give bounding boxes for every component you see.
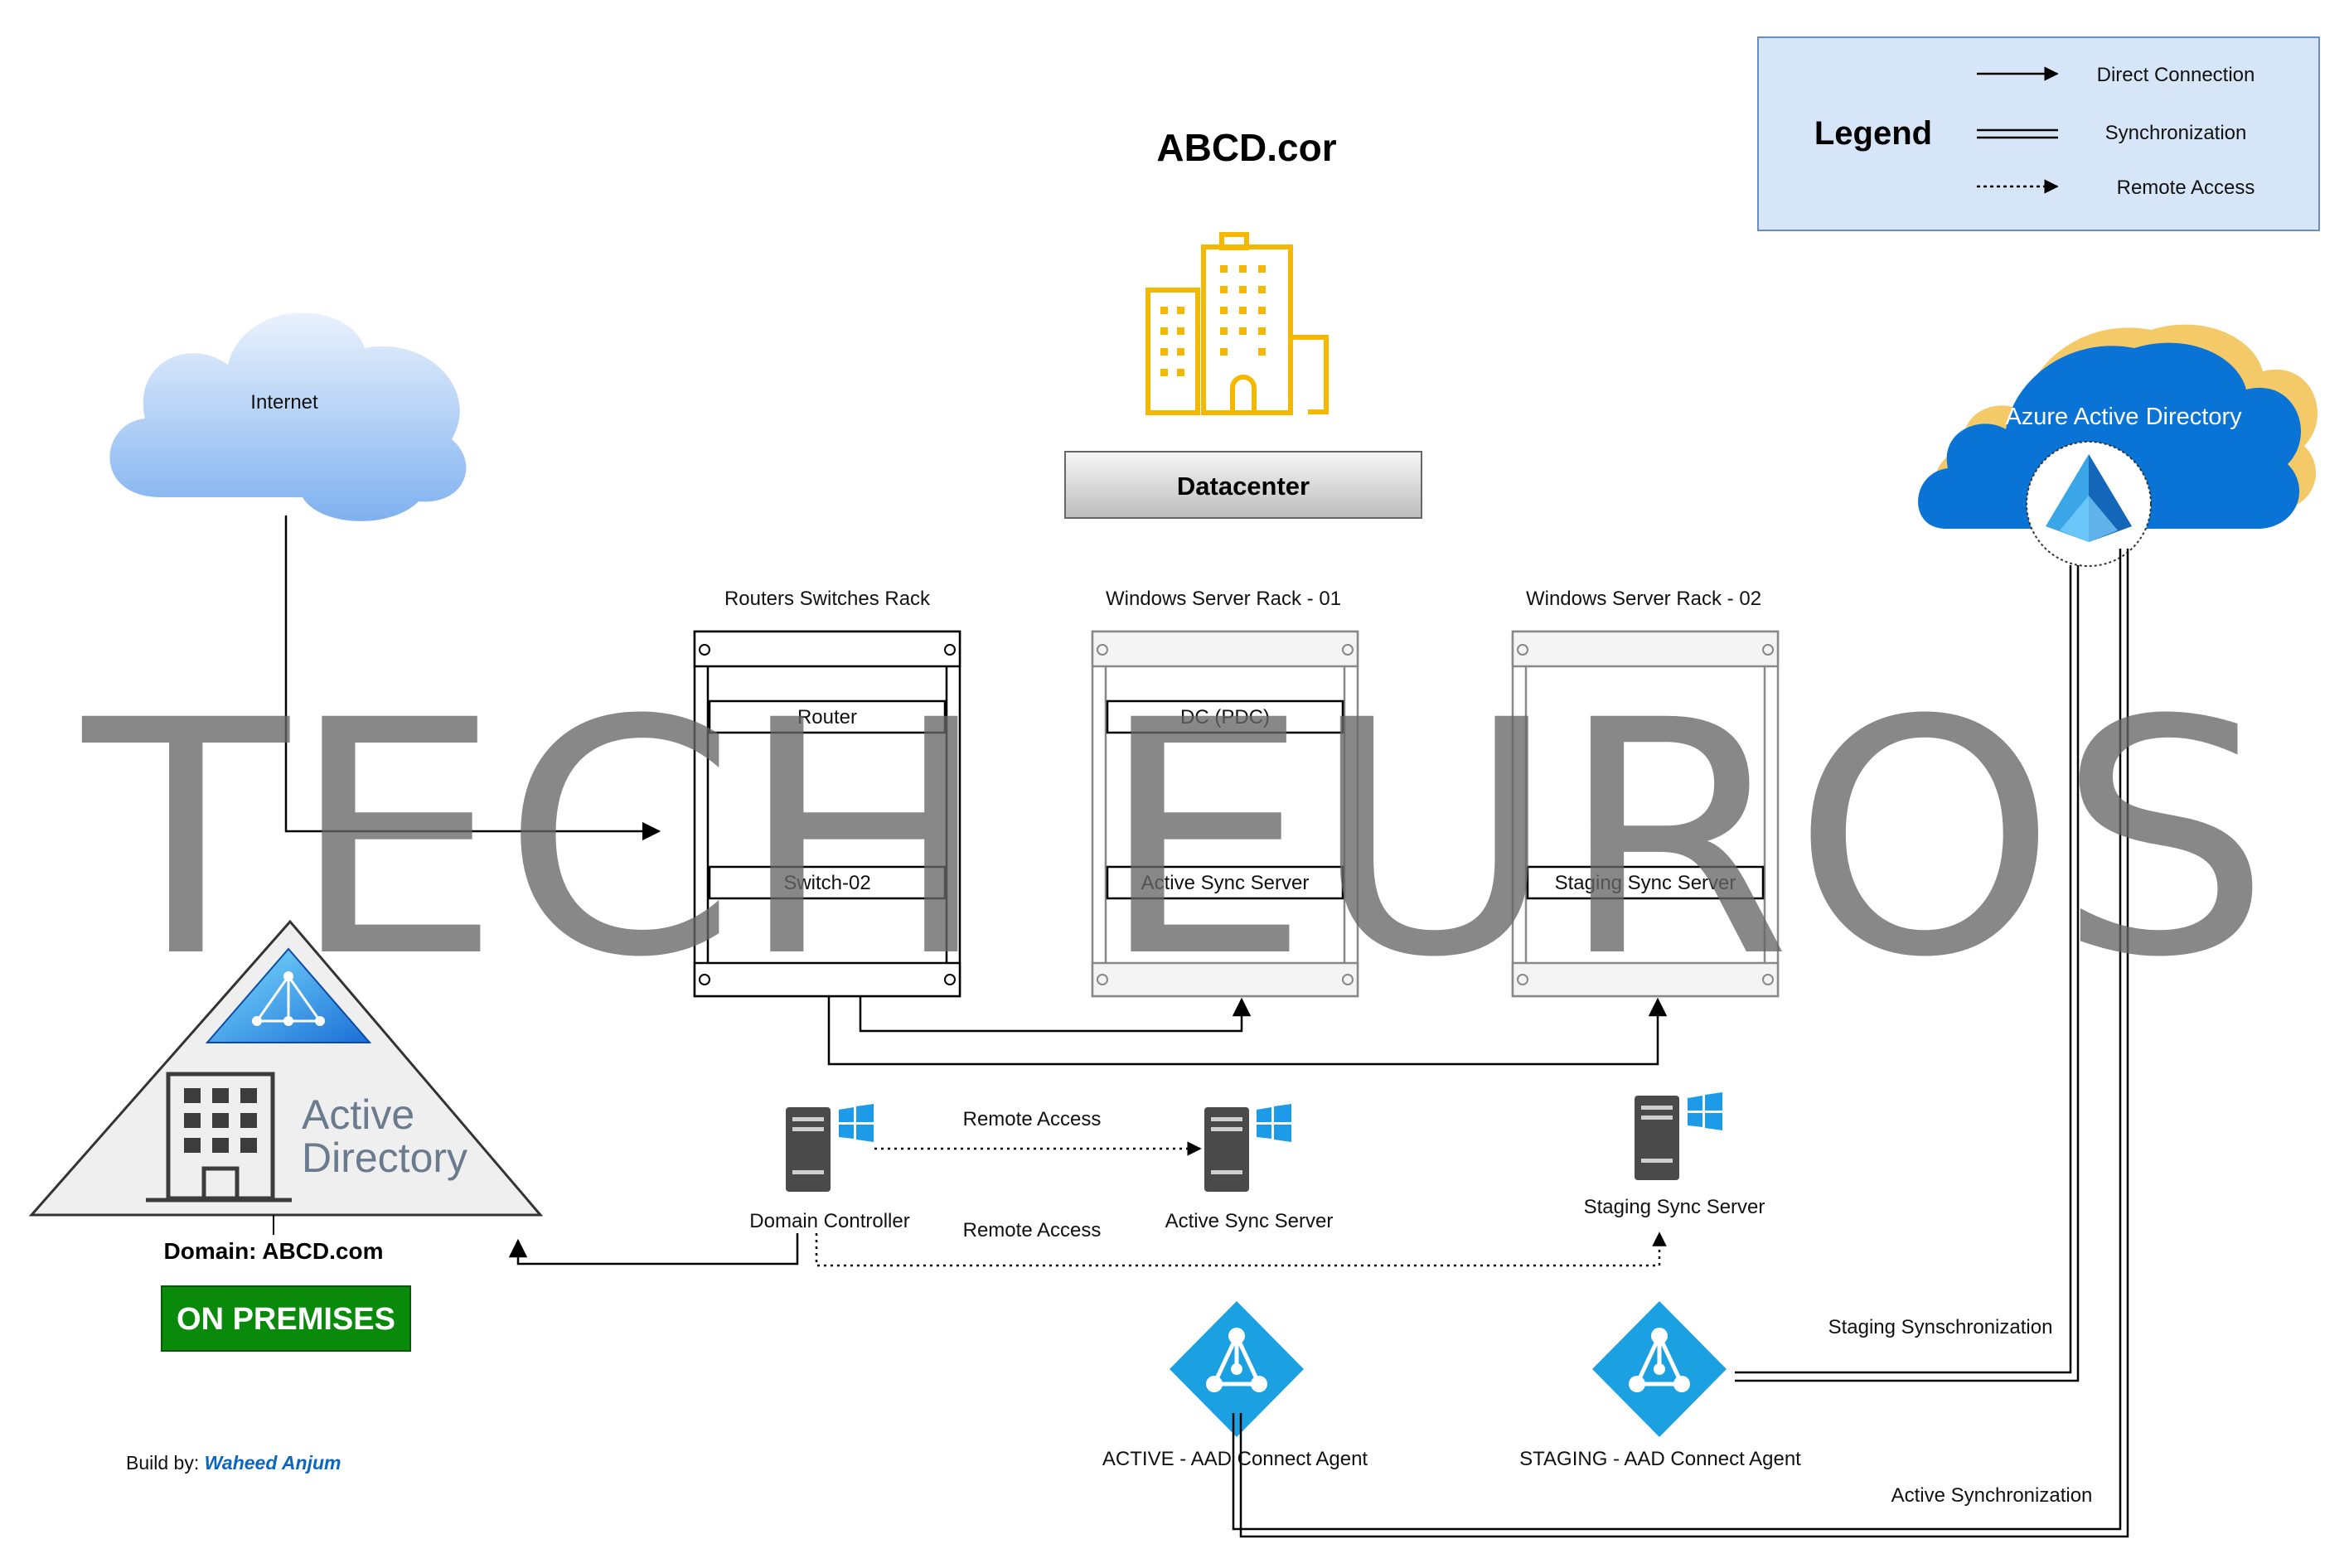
switch-to-rack02-link <box>827 996 1668 1066</box>
credit-line: Build by: Waheed Anjum <box>126 1452 341 1474</box>
azure-ad-cloud <box>1918 324 2318 530</box>
credit-prefix: Build by: <box>126 1452 205 1474</box>
active-sync-server-label: Active Sync Server <box>1165 1210 1334 1232</box>
building-icon <box>1145 232 1329 415</box>
azure-label: Azure Active Directory <box>2005 404 2242 430</box>
staging-sync-label: Staging Synschronization <box>1828 1316 2053 1338</box>
active-agent-label: ACTIVE - AAD Connect Agent <box>1102 1448 1368 1470</box>
domain-controller-server-icon <box>786 1107 831 1192</box>
staging-sync-server-label: Staging Sync Server <box>1584 1196 1765 1218</box>
remote-access-staging-link <box>815 1232 1667 1267</box>
internet-label: Internet <box>250 391 318 414</box>
remote-access-label-1: Remote Access <box>963 1108 1102 1130</box>
staging-agent-icon <box>1592 1301 1727 1437</box>
legend-sync-label: Synchronization <box>2105 122 2247 144</box>
azure-ad-icon <box>2026 441 2152 567</box>
switch-to-rack01-link <box>859 996 1252 1033</box>
rack-windows-server-01 <box>1091 630 1359 998</box>
page-title: ABCD.cor <box>1156 126 1336 169</box>
active-sync-label: Active Synchronization <box>1891 1484 2093 1507</box>
rack-windows-server-02 <box>1511 630 1780 998</box>
staging-sync-link <box>1735 565 2080 1382</box>
rack3-bottom-slot: Staging Sync Server <box>1555 872 1736 894</box>
active-sync-server-icon <box>1204 1107 1249 1192</box>
windows-logo-icon <box>1257 1104 1291 1142</box>
cloud-icon <box>109 312 467 521</box>
domain-label: Domain: ABCD.com <box>164 1238 384 1264</box>
legend-remote-label: Remote Access <box>2117 177 2255 199</box>
domain-controller-label: Domain Controller <box>749 1210 909 1232</box>
ad-network-icon <box>205 947 372 1043</box>
legend-direct-label: Direct Connection <box>2097 64 2255 86</box>
dc-to-ad-link <box>508 1233 799 1266</box>
rack-title-2: Windows Server Rack - 01 <box>1106 588 1341 610</box>
staging-sync-server-icon <box>1635 1096 1679 1180</box>
rack1-top-slot: Router <box>797 706 857 728</box>
internet-to-router-link <box>284 515 661 841</box>
active-directory-pyramid <box>28 919 544 1217</box>
remote-access-label-2: Remote Access <box>963 1219 1102 1241</box>
rack-title-3: Windows Server Rack - 02 <box>1526 588 1761 610</box>
windows-logo-icon <box>1688 1092 1722 1130</box>
credit-author: Waheed Anjum <box>205 1452 341 1474</box>
rack2-top-slot: DC (PDC) <box>1180 706 1270 728</box>
legend: Legend Direct Connection Synchronization… <box>1757 36 2320 231</box>
staging-agent-label: STAGING - AAD Connect Agent <box>1519 1448 1801 1470</box>
active-sync-link <box>1232 549 2129 1538</box>
datacenter-box: Datacenter <box>1064 451 1422 519</box>
active-agent-icon <box>1170 1301 1304 1437</box>
watermark: TECH EUROS <box>78 651 2271 1028</box>
on-premises-badge: ON PREMISES <box>161 1285 411 1352</box>
ad-label-line1: Active <box>302 1091 414 1138</box>
rack2-bottom-slot: Active Sync Server <box>1141 872 1310 894</box>
datacenter-label: Datacenter <box>1177 472 1310 501</box>
rack-title-1: Routers Switches Rack <box>724 588 931 610</box>
rack-routers-switches <box>693 630 961 998</box>
on-premises-label: ON PREMISES <box>177 1302 395 1337</box>
ad-label-line2: Directory <box>302 1135 467 1181</box>
office-building-icon <box>146 1072 292 1203</box>
legend-title: Legend <box>1814 115 1932 152</box>
rack1-bottom-slot: Switch-02 <box>783 872 870 894</box>
windows-logo-icon <box>839 1104 874 1142</box>
